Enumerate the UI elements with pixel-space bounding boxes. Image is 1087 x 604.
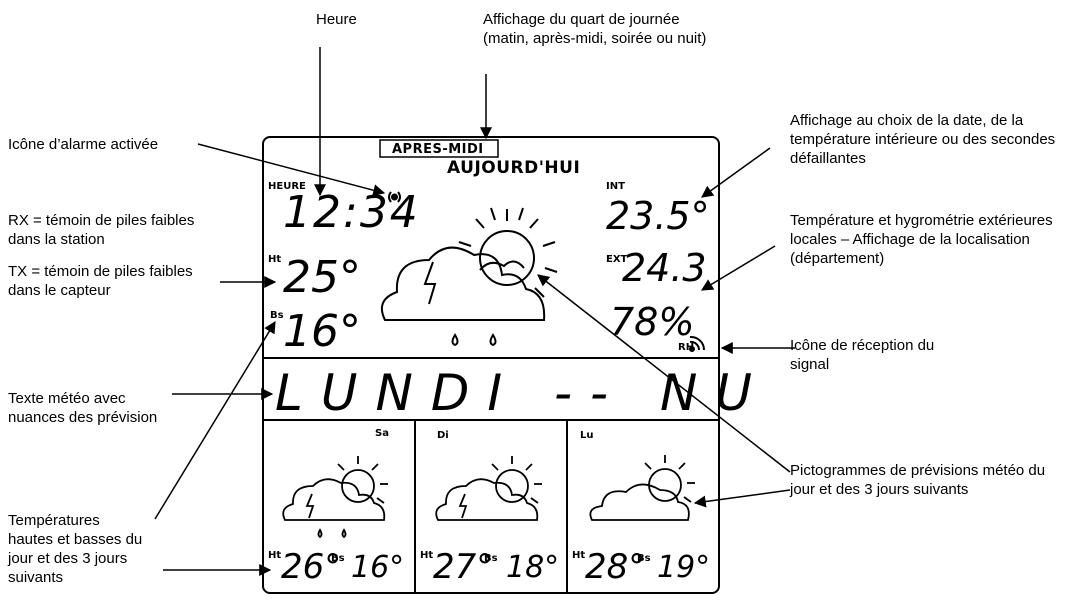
day-di-ht-label: Ht [420, 550, 434, 561]
ht-label: Ht [268, 254, 282, 265]
day-lu-bs-label: Bs [637, 553, 651, 564]
forecast-text-display: LUNDI -- NU [275, 364, 770, 422]
day-di-weather-icon [435, 456, 542, 521]
int-label: INT [606, 181, 625, 192]
callout-pictogrammes: Pictogrammes de prévisions météo du jour… [790, 462, 1046, 498]
high-temp-display: 25° [283, 252, 361, 303]
today-label: AUJOURD'HUI [447, 158, 581, 178]
day-di-high: 27° [433, 547, 494, 587]
callout-choix-date: Affichage au choix de la date, de la tem… [790, 112, 1056, 167]
callout-lines [154, 47, 795, 576]
day-lu-low: 19° [657, 550, 711, 585]
callout-tx: TX = témoin de piles faibles dans le cap… [8, 263, 193, 299]
signal-icon [689, 335, 706, 352]
low-temp-display: 16° [283, 306, 361, 357]
callout-texte-meteo: Texte météo avec nuances des prévision [8, 390, 158, 426]
callout-reception: Icône de réception du signal [790, 337, 935, 373]
indoor-temp-display: 23.5° [606, 194, 710, 238]
day-lu-high: 28° [585, 547, 646, 587]
day-di-label: Di [437, 430, 449, 441]
period-label: APRES-MIDI [392, 142, 484, 157]
heure-label: HEURE [268, 181, 306, 192]
humidity-display: 78% [610, 300, 695, 344]
day-di-low: 18° [506, 550, 560, 585]
day-sa-weather-icon [282, 456, 388, 539]
main-weather-icon [381, 207, 558, 347]
callout-quart-journee: Affichage du quart de journée (matin, ap… [483, 11, 707, 47]
callout-temperatures: Températures hautes et basses du jour et… [8, 512, 143, 586]
rh-label: RH [678, 342, 695, 353]
day-sa-high: 26° [281, 547, 342, 587]
day-lu-ht-label: Ht [572, 550, 586, 561]
period-box [379, 139, 499, 158]
bs-label: Bs [270, 310, 284, 321]
day-sa-label: Sa [375, 428, 389, 439]
day-di-bs-label: Bs [484, 553, 498, 564]
day-lu-label: Lu [580, 430, 594, 441]
callout-alarme: Icône d’alarme activée [8, 136, 159, 153]
alarm-icon [388, 191, 401, 203]
callout-rx: RX = témoin de piles faibles dans la sta… [8, 212, 195, 248]
callout-heure: Heure [316, 11, 357, 28]
day-lu-weather-icon [589, 455, 695, 521]
day-sa-bs-label: Bs [331, 553, 345, 564]
ext-label: EXT [606, 254, 628, 265]
callout-temperature-ext: Température et hygrométrie extérieures l… [790, 212, 1053, 267]
day-sa-ht-label: Ht [268, 550, 282, 561]
outdoor-temp-display: 24.3 [622, 246, 707, 290]
day-sa-low: 16° [351, 550, 405, 585]
